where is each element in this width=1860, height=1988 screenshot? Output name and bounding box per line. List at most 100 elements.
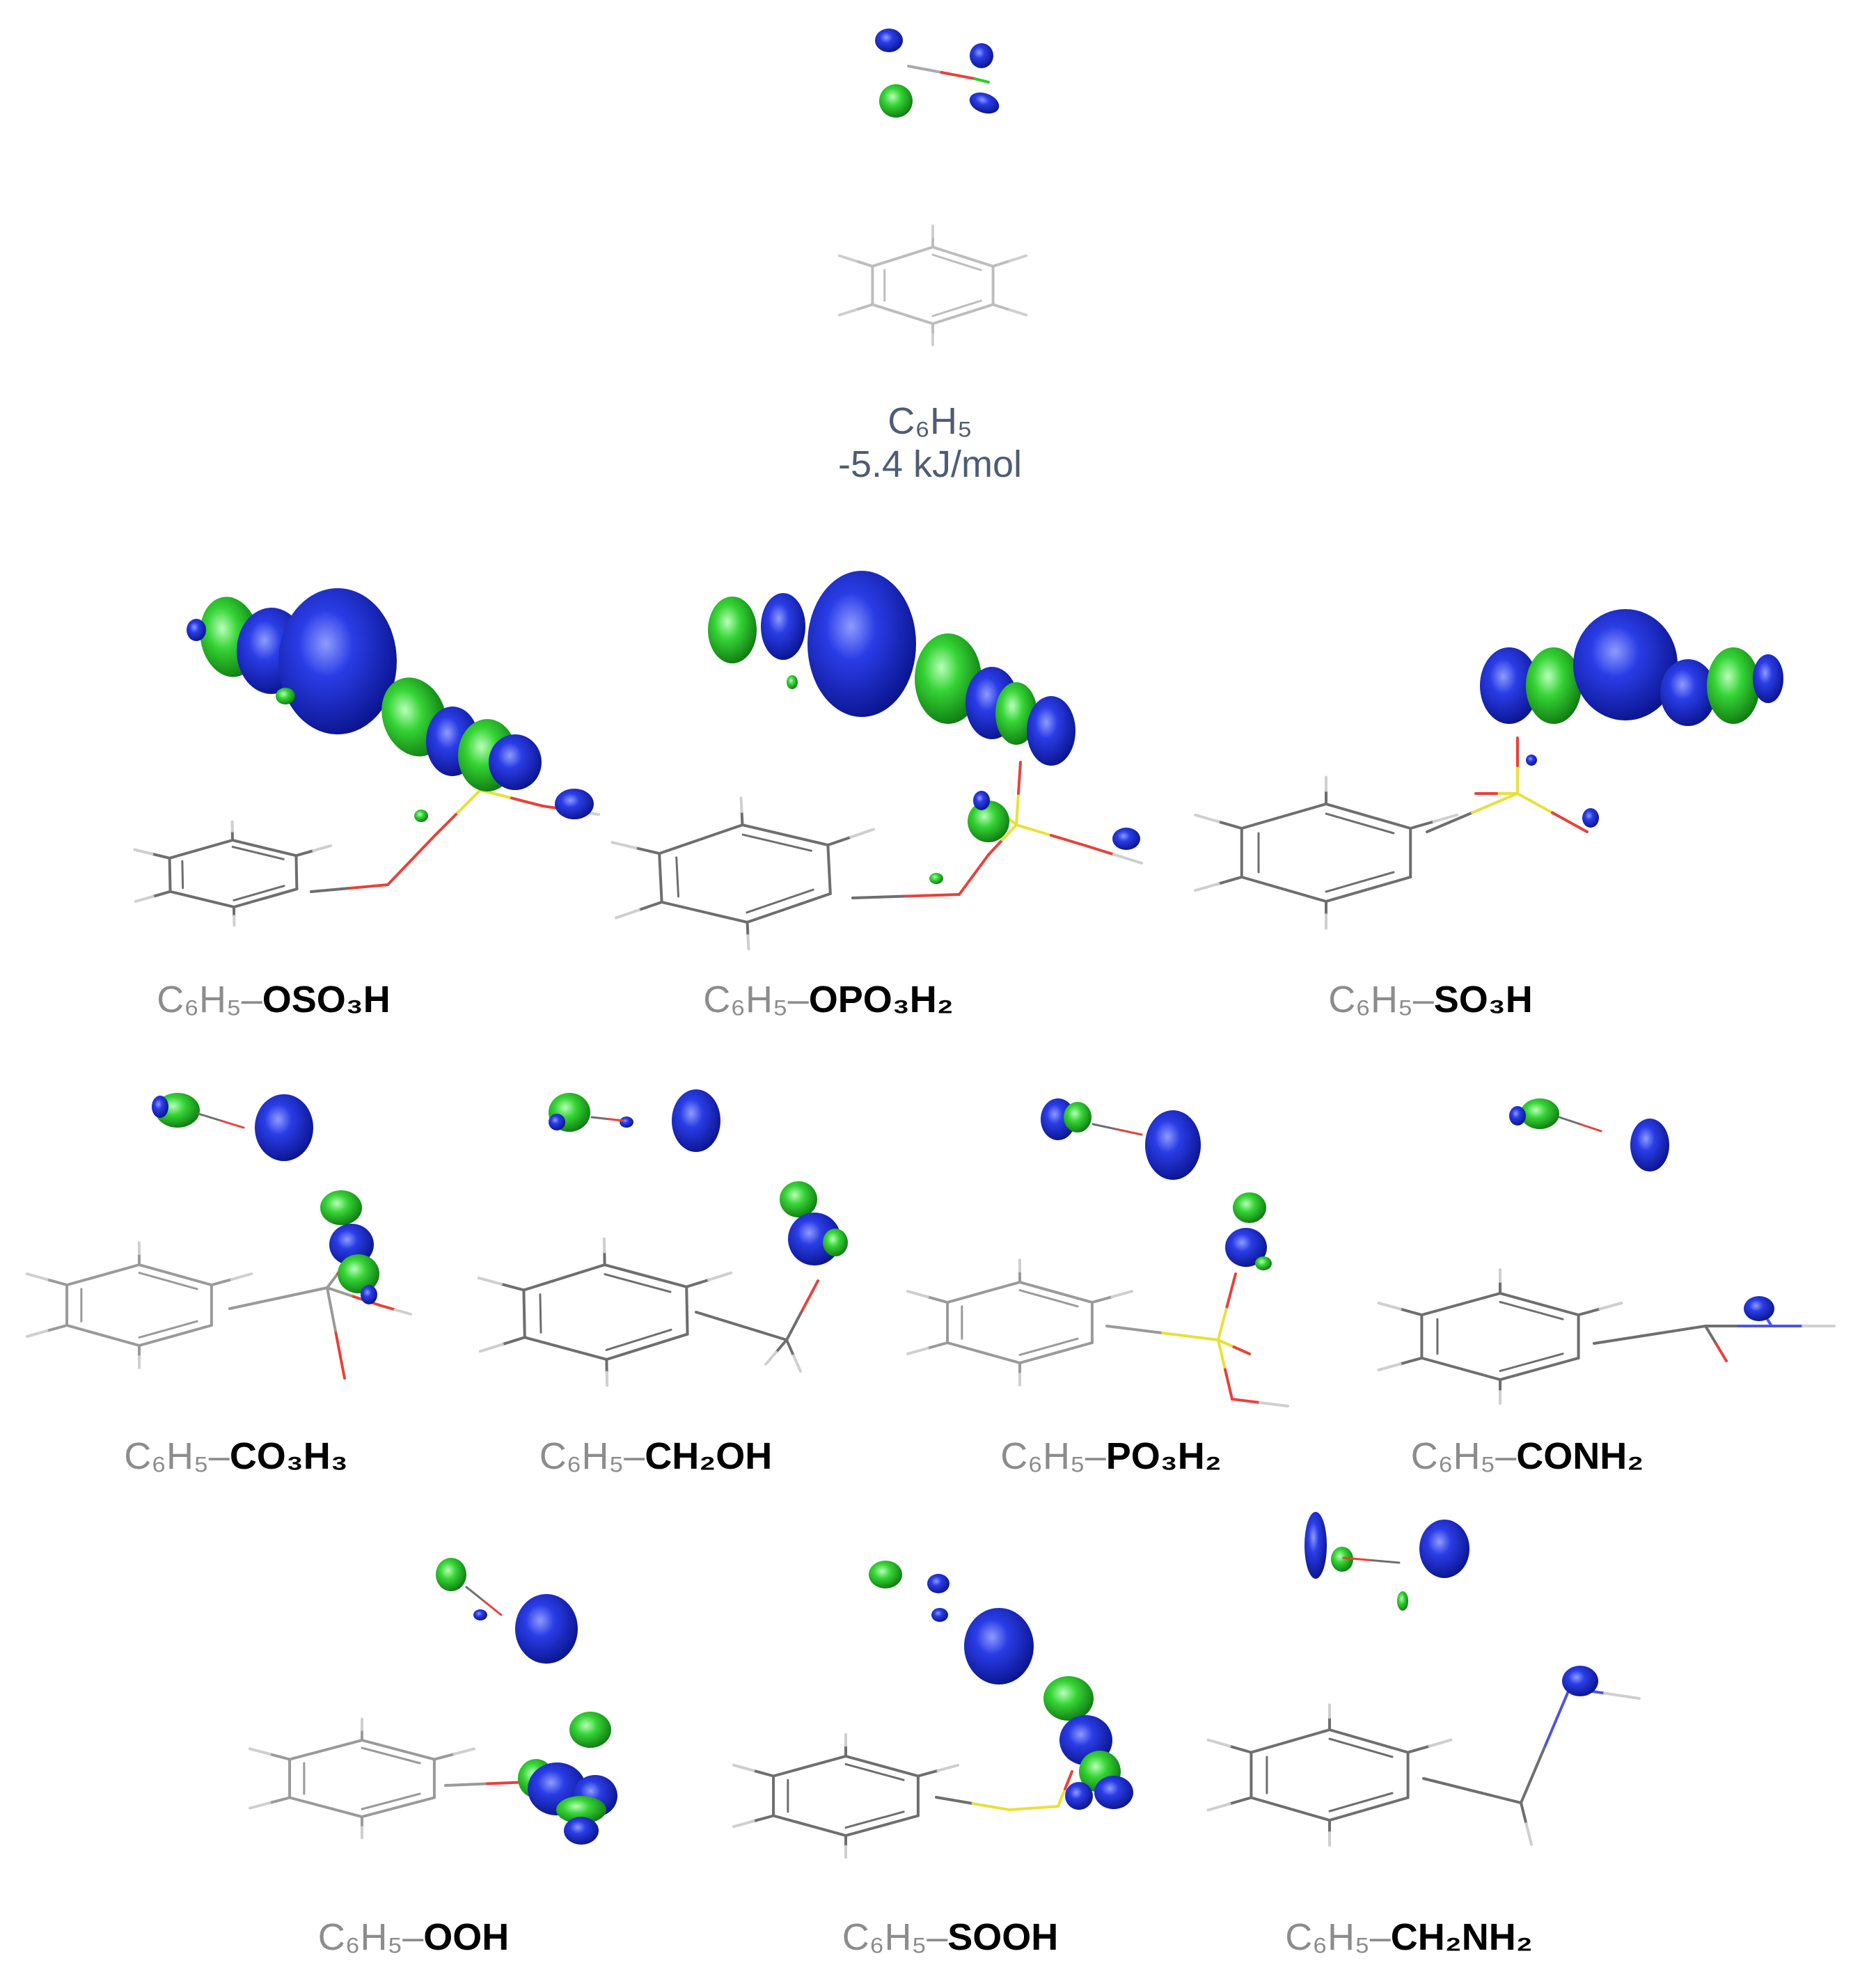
bond	[294, 849, 315, 858]
label-oso3h: C₆H₅–OSO₃H	[157, 979, 391, 1020]
bond	[268, 1752, 292, 1761]
bond	[1015, 792, 1020, 826]
isosurface-blue	[549, 1114, 565, 1130]
bond	[410, 834, 436, 862]
bond	[1426, 811, 1474, 833]
isosurface-blue	[672, 1089, 720, 1152]
bond	[45, 1324, 69, 1332]
bond	[1015, 823, 1053, 837]
bond	[971, 1802, 1011, 1811]
label-base: C₆H₅–	[317, 1916, 424, 1958]
isosurface-blue	[761, 593, 805, 660]
bond	[312, 844, 333, 853]
bond	[772, 1814, 847, 1837]
bond	[1328, 1728, 1410, 1754]
bond	[871, 303, 934, 325]
isosurface-blue	[1419, 1520, 1469, 1578]
isosurface-green	[338, 1254, 379, 1293]
bond	[168, 839, 235, 860]
isosurface-blue	[361, 1285, 377, 1304]
bond	[1231, 1398, 1261, 1404]
bond	[231, 846, 285, 860]
isosurface-green	[414, 810, 428, 822]
isosurface-blue	[473, 1609, 487, 1620]
bond	[1325, 812, 1395, 835]
bond	[501, 1336, 526, 1346]
bond	[434, 811, 459, 837]
bond	[926, 1295, 949, 1304]
bond	[605, 1332, 689, 1361]
isosurface-blue	[1509, 1106, 1526, 1126]
isosurface-blue	[515, 1594, 578, 1664]
bond	[746, 892, 832, 924]
bond	[133, 848, 154, 855]
bond	[916, 1769, 940, 1778]
bond	[931, 303, 995, 325]
bond	[510, 796, 544, 807]
bond	[231, 839, 298, 858]
bond	[739, 796, 743, 813]
bond	[1377, 1362, 1402, 1372]
bond	[792, 1354, 802, 1373]
bond	[1544, 1687, 1571, 1747]
bond	[1206, 1802, 1231, 1812]
isosurface-green	[1043, 1676, 1094, 1721]
isosurface-green	[1331, 1547, 1353, 1572]
bond	[732, 1820, 755, 1829]
bond	[268, 1796, 292, 1805]
bond	[1325, 803, 1412, 830]
bond	[1398, 1357, 1424, 1366]
bond	[801, 1279, 819, 1312]
bond	[844, 1814, 920, 1837]
bond	[1240, 876, 1327, 903]
label-ch2nh2: C₆H₅–CH₂NH₂	[1285, 1916, 1533, 1958]
label-base: C₆H₅–	[703, 979, 809, 1020]
bond	[523, 1336, 608, 1361]
bond	[452, 1747, 476, 1756]
bond	[1250, 1796, 1331, 1822]
molecule-opo3h2	[610, 571, 1143, 951]
bond	[361, 1746, 421, 1765]
bond	[361, 1792, 421, 1810]
label-conh2: C₆H₅–CONH₂	[1411, 1435, 1644, 1477]
bond	[695, 1311, 743, 1327]
bond	[752, 1814, 775, 1823]
isosurface-blue	[1065, 1782, 1093, 1810]
bond	[1598, 1301, 1623, 1311]
molecule-reference	[837, 29, 1028, 347]
bond	[378, 1304, 397, 1311]
isosurface-green	[929, 873, 943, 884]
bond	[138, 1320, 198, 1339]
bond	[1432, 813, 1458, 823]
isosurface-blue	[620, 1117, 633, 1128]
bond	[1232, 1346, 1251, 1355]
bond	[1377, 1301, 1402, 1311]
bond	[634, 846, 661, 855]
bond	[1110, 1290, 1134, 1299]
isosurface-blue	[255, 1094, 313, 1161]
bond	[1217, 876, 1243, 885]
label-base: C₆H₅–	[157, 979, 262, 1020]
bond	[741, 833, 812, 852]
isosurface-green	[995, 682, 1037, 745]
isosurface-green	[320, 1190, 362, 1225]
isosurface-blue	[555, 789, 594, 819]
isosurface-blue	[187, 619, 206, 641]
bond	[958, 873, 975, 896]
bond	[1328, 1796, 1410, 1822]
bond	[138, 1272, 198, 1291]
bond	[740, 1325, 788, 1341]
bond	[1057, 1788, 1066, 1808]
label-group: CH₂NH₂	[1390, 1916, 1533, 1958]
isosurface-green	[823, 1229, 848, 1256]
bond	[1328, 1737, 1394, 1758]
bond	[1112, 853, 1143, 865]
bond	[1001, 823, 1018, 842]
label-group: SO₃H	[1433, 979, 1533, 1020]
bond	[775, 1339, 788, 1354]
isosurface-green	[968, 800, 1009, 842]
bond	[1328, 1792, 1394, 1813]
bond	[1050, 834, 1087, 847]
bond	[685, 1285, 689, 1336]
